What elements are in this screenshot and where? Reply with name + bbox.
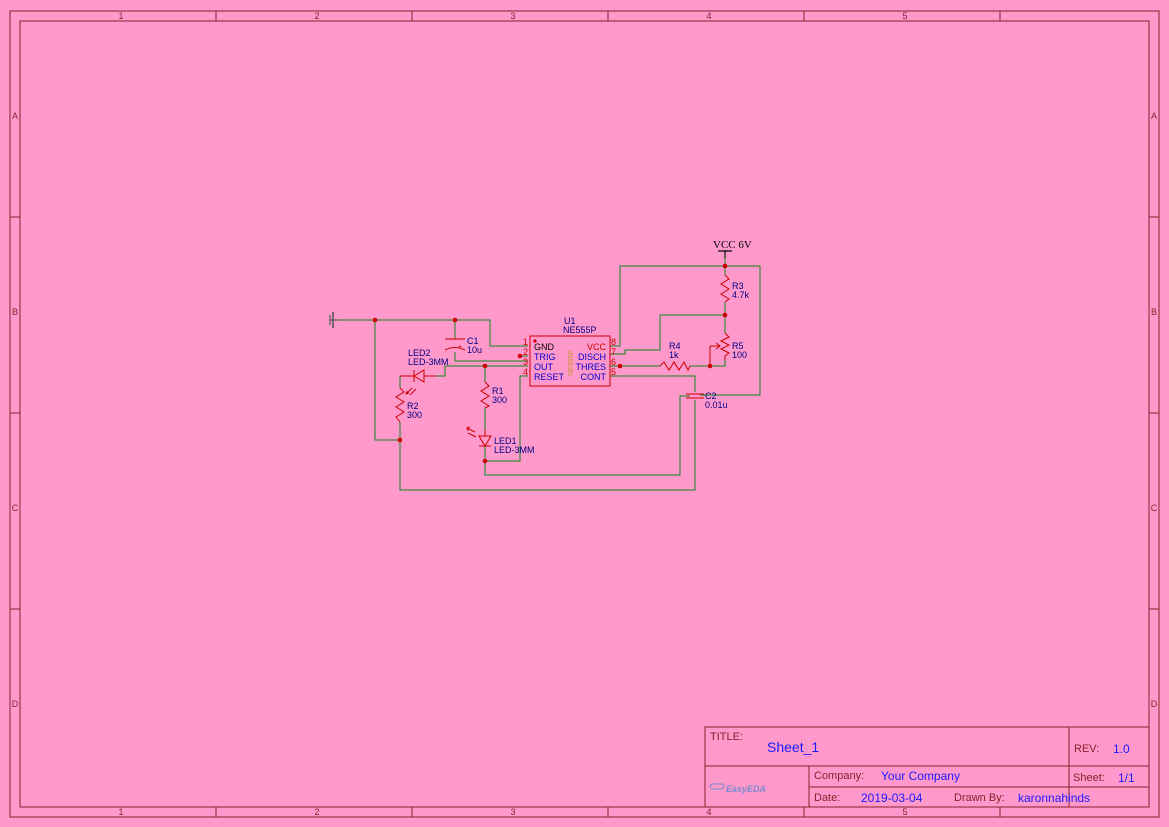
row-label-right: D <box>1151 699 1158 709</box>
led1-ref: LED1 <box>494 436 517 446</box>
u1-pin-cont: CONT <box>581 372 607 382</box>
sheet-value: 1/1 <box>1118 771 1135 785</box>
r3-resistor-icon[interactable] <box>720 274 730 303</box>
c1-capacitor-icon[interactable]: + <box>444 338 466 351</box>
company-label: Company: <box>814 770 864 782</box>
u1-pin-trig: TRIG <box>534 352 556 362</box>
c1-value: 10u <box>467 345 482 355</box>
r3-value: 4.7k <box>732 290 750 300</box>
u1-pin-out: OUT <box>534 362 554 372</box>
c2-value: 0.01u <box>705 400 728 410</box>
col-label-top: 2 <box>314 11 319 21</box>
title-block <box>704 726 1150 808</box>
col-label-top: 4 <box>706 11 711 21</box>
u1-pinnum-4: 4 <box>523 367 528 377</box>
r1-resistor-icon[interactable] <box>480 381 491 409</box>
row-label-left: C <box>12 503 19 513</box>
r4-value: 1k <box>669 350 679 360</box>
date-value: 2019-03-04 <box>861 791 923 805</box>
u1-pinnum-1: 1 <box>523 337 528 347</box>
col-label-bottom: 5 <box>902 807 907 817</box>
easyeda-logo: EasyEDA <box>709 783 766 794</box>
u1-pin-thres: THRES <box>575 362 606 372</box>
led2-ref: LED2 <box>408 348 431 358</box>
col-label-top: 5 <box>902 11 907 21</box>
power-symbol <box>718 250 732 258</box>
u1-body[interactable] <box>529 335 611 387</box>
u1-pinnum-2: 2 <box>523 347 528 357</box>
led2-value: LED-3MM <box>408 357 449 367</box>
u1-pinnum-8: 8 <box>611 337 616 347</box>
u1-body-text: NE555P <box>568 350 575 376</box>
col-label-bottom: 3 <box>510 807 515 817</box>
col-label-top: 1 <box>118 11 123 21</box>
c1-ref: C1 <box>467 336 479 346</box>
u1-pinnum-7: 7 <box>611 347 616 357</box>
r5-ref: R5 <box>732 341 744 351</box>
u1-ref: U1 <box>564 316 576 326</box>
row-label-left: B <box>12 307 18 317</box>
u1-pin-gnd: GND <box>534 342 555 352</box>
r5-potentiometer-icon[interactable] <box>709 332 731 366</box>
company-value: Your Company <box>881 769 960 783</box>
sheet-label: Sheet: <box>1073 772 1105 784</box>
drawn-by-label: Drawn By: <box>954 792 1005 804</box>
title-label: TITLE: <box>710 731 743 743</box>
rev-label: REV: <box>1074 743 1099 755</box>
row-label-right: A <box>1151 111 1157 121</box>
col-label-bottom: 4 <box>706 807 711 817</box>
r4-ref: R4 <box>669 341 681 351</box>
junctions <box>372 263 728 464</box>
drawn-by-value: karonnahinds <box>1018 791 1090 805</box>
u1-pin-disch: DISCH <box>578 352 606 362</box>
u1-pin-vcc: VCC <box>587 342 607 352</box>
row-label-right: B <box>1151 307 1157 317</box>
r3-ref: R3 <box>732 281 744 291</box>
date-label: Date: <box>814 792 840 804</box>
row-label-left: A <box>12 111 18 121</box>
col-label-bottom: 1 <box>118 807 123 817</box>
u1-pinnum-5: 5 <box>611 367 616 377</box>
r1-ref: R1 <box>492 386 504 396</box>
r5-value: 100 <box>732 350 747 360</box>
power-label: VCC 6V <box>713 239 752 251</box>
col-label-bottom: 2 <box>314 807 319 817</box>
outer-frame <box>9 10 1160 818</box>
u1-pin-reset: RESET <box>534 372 565 382</box>
u1-value: NE555P <box>563 325 597 335</box>
r2-value: 300 <box>407 410 422 420</box>
led1-diode-icon[interactable] <box>466 426 492 447</box>
led2-diode-icon[interactable] <box>400 369 436 396</box>
ground-icon <box>329 312 340 328</box>
inner-frame <box>19 20 1150 808</box>
c2-capacitor-icon[interactable] <box>686 393 704 399</box>
svg-text:+: + <box>458 344 462 351</box>
sheet-title: Sheet_1 <box>767 739 819 755</box>
rev-value: 1.0 <box>1113 742 1130 756</box>
row-label-right: C <box>1151 503 1158 513</box>
col-label-top: 3 <box>510 11 515 21</box>
logo-text: EasyEDA <box>726 784 766 794</box>
row-label-left: D <box>12 699 19 709</box>
r2-ref: R2 <box>407 401 419 411</box>
u1-pinnum-6: 6 <box>611 357 616 367</box>
led1-value: LED-3MM <box>494 445 535 455</box>
column-ticks <box>10 11 1159 817</box>
r1-value: 300 <box>492 395 507 405</box>
u1-pinnum-3: 3 <box>523 357 528 367</box>
r4-resistor-icon[interactable] <box>659 360 691 372</box>
r2-resistor-icon[interactable] <box>395 387 405 423</box>
c2-ref: C2 <box>705 391 717 401</box>
